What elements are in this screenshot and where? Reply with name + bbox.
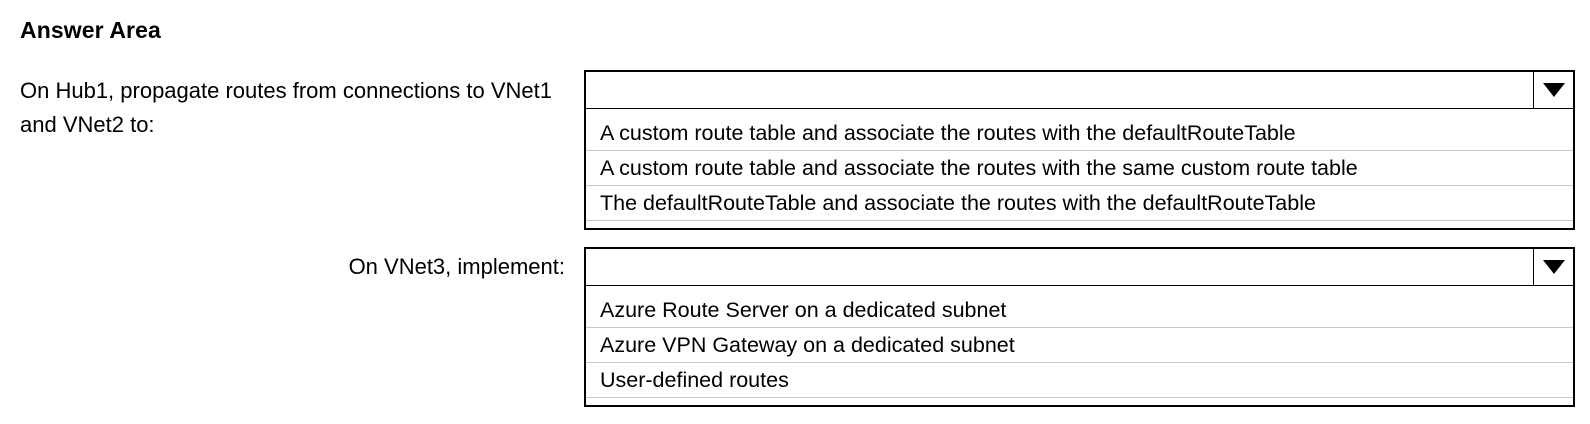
dropdown-vnet3[interactable]: Azure Route Server on a dedicated subnet… — [584, 247, 1575, 407]
dropdown-option[interactable]: The defaultRouteTable and associate the … — [586, 186, 1573, 221]
option-list-bottom-pad — [586, 221, 1573, 228]
combobox-hub1-value — [600, 72, 1525, 108]
dropdown-option[interactable]: User-defined routes — [586, 363, 1573, 398]
question-label-hub1: On Hub1, propagate routes from connectio… — [20, 78, 552, 137]
combobox-hub1[interactable] — [586, 72, 1573, 109]
chevron-down-icon[interactable] — [1533, 72, 1573, 108]
option-list-top-pad — [586, 109, 1573, 116]
option-list-top-pad — [586, 286, 1573, 293]
chevron-down-icon[interactable] — [1533, 249, 1573, 285]
dropdown-vnet3-option-list: Azure Route Server on a dedicated subnet… — [586, 286, 1573, 405]
dropdown-option[interactable]: A custom route table and associate the r… — [586, 116, 1573, 151]
dropdown-option[interactable]: Azure Route Server on a dedicated subnet — [586, 293, 1573, 328]
page-title: Answer Area — [20, 17, 161, 43]
combobox-vnet3[interactable] — [586, 249, 1573, 286]
combobox-vnet3-value — [600, 249, 1525, 285]
question-label-vnet3: On VNet3, implement: — [348, 254, 565, 279]
dropdown-hub1-option-list: A custom route table and associate the r… — [586, 109, 1573, 228]
dropdown-hub1[interactable]: A custom route table and associate the r… — [584, 70, 1575, 230]
dropdown-option[interactable]: A custom route table and associate the r… — [586, 151, 1573, 186]
dropdown-option[interactable]: Azure VPN Gateway on a dedicated subnet — [586, 328, 1573, 363]
option-list-bottom-pad — [586, 398, 1573, 405]
